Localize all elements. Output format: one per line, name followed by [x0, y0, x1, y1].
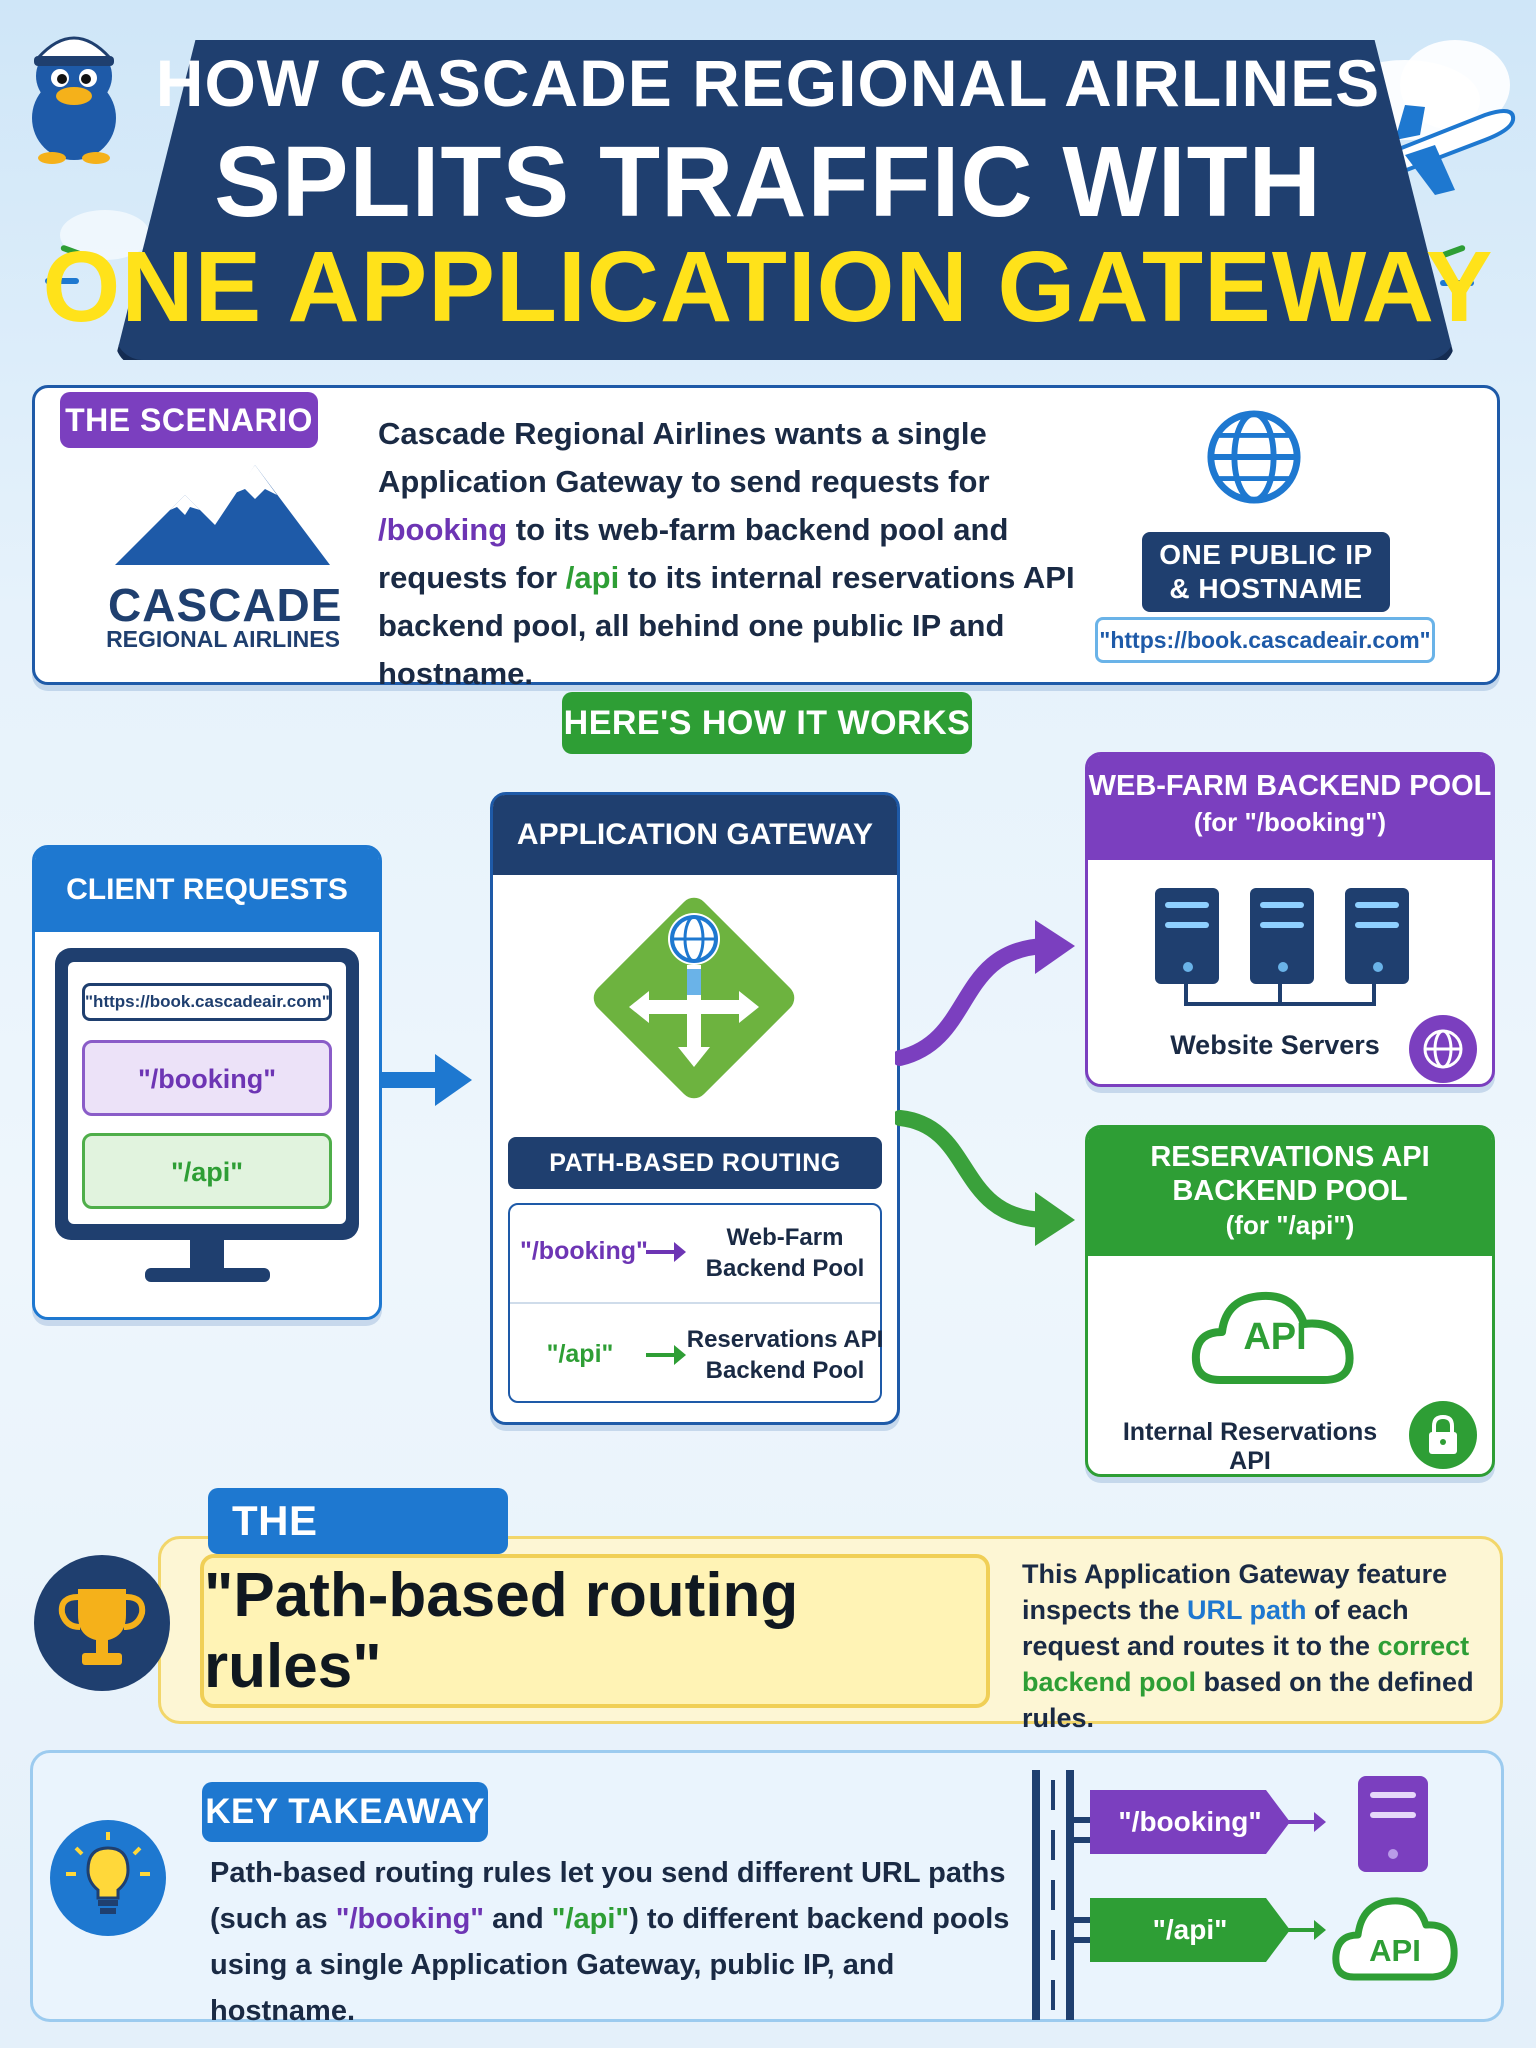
api-cloud-icon — [1332, 1897, 1458, 1981]
server-network-lines — [1184, 984, 1376, 1006]
scenario-text-part: to its internal reservations API backend… — [378, 560, 1075, 691]
arrow-right-icon — [1288, 1812, 1326, 1832]
signpost-booking: "/booking" — [1090, 1790, 1290, 1854]
takeaway-text-part: Path-based routing rules let you send di… — [210, 1857, 1006, 1935]
webfarm-title: WEB-FARM BACKEND POOL — [1088, 770, 1492, 802]
routing-arrows — [895, 920, 1075, 1246]
takeaway-text-part: ) to different backend pools using a sin… — [210, 1903, 1010, 2027]
routing-rules-title: PATH-BASED ROUTING RULES — [508, 1137, 882, 1229]
public-ip-badge: ONE PUBLIC IP & HOSTNAME — [1142, 532, 1390, 612]
how-it-works-badge: HERE'S HOW IT WORKS — [562, 692, 972, 754]
takeaway-text-part: and — [484, 1903, 552, 1935]
logo-name: CASCADE — [108, 579, 343, 631]
globe-icon — [1207, 410, 1301, 504]
sparkle-decoration — [1440, 280, 1474, 286]
reservations-title-2: BACKEND POOL — [1172, 1175, 1408, 1207]
reservations-header: RESERVATIONS API BACKEND POOL (for "/api… — [1088, 1128, 1492, 1256]
answer-description: This Application Gateway feature inspect… — [1022, 1556, 1492, 1736]
booking-path-highlight: "/booking" — [335, 1903, 485, 1935]
application-gateway-icon — [593, 897, 795, 1099]
webfarm-label: Website Servers — [1170, 1030, 1380, 1060]
title-line-1: HOW CASCADE REGIONAL AIRLINES — [155, 46, 1381, 120]
arrow-right-icon — [380, 1054, 472, 1106]
server-icon — [1345, 888, 1409, 984]
web-globe-icon — [1409, 1015, 1477, 1083]
rule-target-line: Reservations API — [686, 1326, 884, 1353]
url-path-highlight: URL path — [1187, 1595, 1307, 1625]
arrow-head-icon — [1035, 1192, 1075, 1246]
rule-path-booking: "/booking" — [520, 1237, 648, 1265]
reservations-subtitle: (for "/api") — [1225, 1210, 1355, 1240]
title-banner — [115, 40, 1455, 360]
arrow-right-icon — [646, 1242, 686, 1262]
server-icon — [1155, 888, 1219, 984]
rules-divider — [510, 1302, 880, 1304]
backend-pool-highlight: correct backend pool — [1022, 1631, 1470, 1697]
api-path-highlight: /api — [565, 560, 620, 595]
scenario-badge: THE SCENARIO — [60, 392, 318, 448]
webfarm-header: WEB-FARM BACKEND POOL (for "/booking") — [1088, 755, 1492, 860]
scenario-text-part: to its web-farm backend pool and request… — [378, 512, 1009, 595]
signpost-api: "/api" — [1090, 1898, 1290, 1962]
public-ip-label-1: ONE PUBLIC IP — [1159, 539, 1373, 570]
api-cloud-icon — [1191, 1291, 1354, 1384]
client-path-booking: "/booking" — [82, 1040, 332, 1116]
client-requests-title: CLIENT REQUESTS — [35, 848, 379, 932]
lightbulb-icon — [50, 1820, 166, 1936]
rule-target-line: Backend Pool — [705, 1255, 865, 1282]
logo-subtitle: REGIONAL AIRLINES — [106, 626, 340, 652]
rule-target-line: Web-Farm — [726, 1224, 844, 1251]
arrow-to-reservations — [895, 1110, 1053, 1228]
client-url: "https://book.cascadeair.com" — [82, 983, 332, 1021]
api-cloud-label: API — [1243, 1316, 1307, 1358]
trophy-icon — [34, 1555, 170, 1691]
rule-target-line: Backend Pool — [705, 1357, 865, 1384]
client-path-api: "/api" — [82, 1133, 332, 1209]
answer-desc-part: This Application Gateway feature inspect… — [1022, 1559, 1448, 1625]
monitor-stand — [190, 1240, 224, 1270]
reservations-title-1: RESERVATIONS API — [1150, 1141, 1430, 1173]
duck-mascot-icon — [32, 36, 116, 164]
rule-target-reservations: Reservations API Backend Pool — [685, 1324, 885, 1386]
webfarm-subtitle: (for "/booking") — [1193, 807, 1387, 837]
answer-desc-part: based on the defined rules. — [1022, 1667, 1474, 1733]
arrow-right-icon — [646, 1345, 686, 1365]
lock-icon — [1409, 1401, 1477, 1469]
application-gateway-title: APPLICATION GATEWAY — [493, 795, 897, 875]
rule-path-api: "/api" — [546, 1340, 614, 1368]
answer-badge: THE ANSWER — [208, 1488, 508, 1610]
api-path-highlight: "/api" — [551, 1903, 630, 1935]
server-icon — [1250, 888, 1314, 984]
key-takeaway-badge: KEY TAKEAWAY — [202, 1782, 488, 1842]
key-takeaway-text: Path-based routing rules let you send di… — [210, 1850, 1010, 2034]
arrow-head-icon — [1035, 920, 1075, 974]
title-line-2: SPLITS TRAFFIC WITH — [214, 126, 1322, 238]
answer-text: "Path-based routing rules" — [200, 1554, 990, 1708]
arrow-right-icon — [1288, 1920, 1326, 1940]
reservations-label: Internal Reservations API — [1122, 1418, 1378, 1475]
booking-path-highlight: /booking — [378, 512, 508, 547]
sparkle-decoration — [45, 278, 79, 284]
monitor-base — [145, 1268, 270, 1282]
mountain-logo-icon — [115, 465, 330, 565]
arrow-to-webfarm — [895, 938, 1053, 1066]
scenario-text-part: Cascade Regional Airlines wants a single… — [378, 416, 990, 499]
rule-target-webfarm: Web-Farm Backend Pool — [690, 1222, 880, 1284]
takeaway-api-label: API — [1369, 1933, 1421, 1968]
hostname-url: "https://book.cascadeair.com" — [1095, 617, 1435, 663]
public-ip-label-2: & HOSTNAME — [1169, 573, 1363, 604]
server-icon — [1358, 1776, 1428, 1872]
scenario-description: Cascade Regional Airlines wants a single… — [378, 410, 1118, 698]
answer-desc-part: of each request and routes it to the — [1022, 1595, 1409, 1661]
title-line-3: ONE APPLICATION GATEWAY — [42, 231, 1494, 343]
